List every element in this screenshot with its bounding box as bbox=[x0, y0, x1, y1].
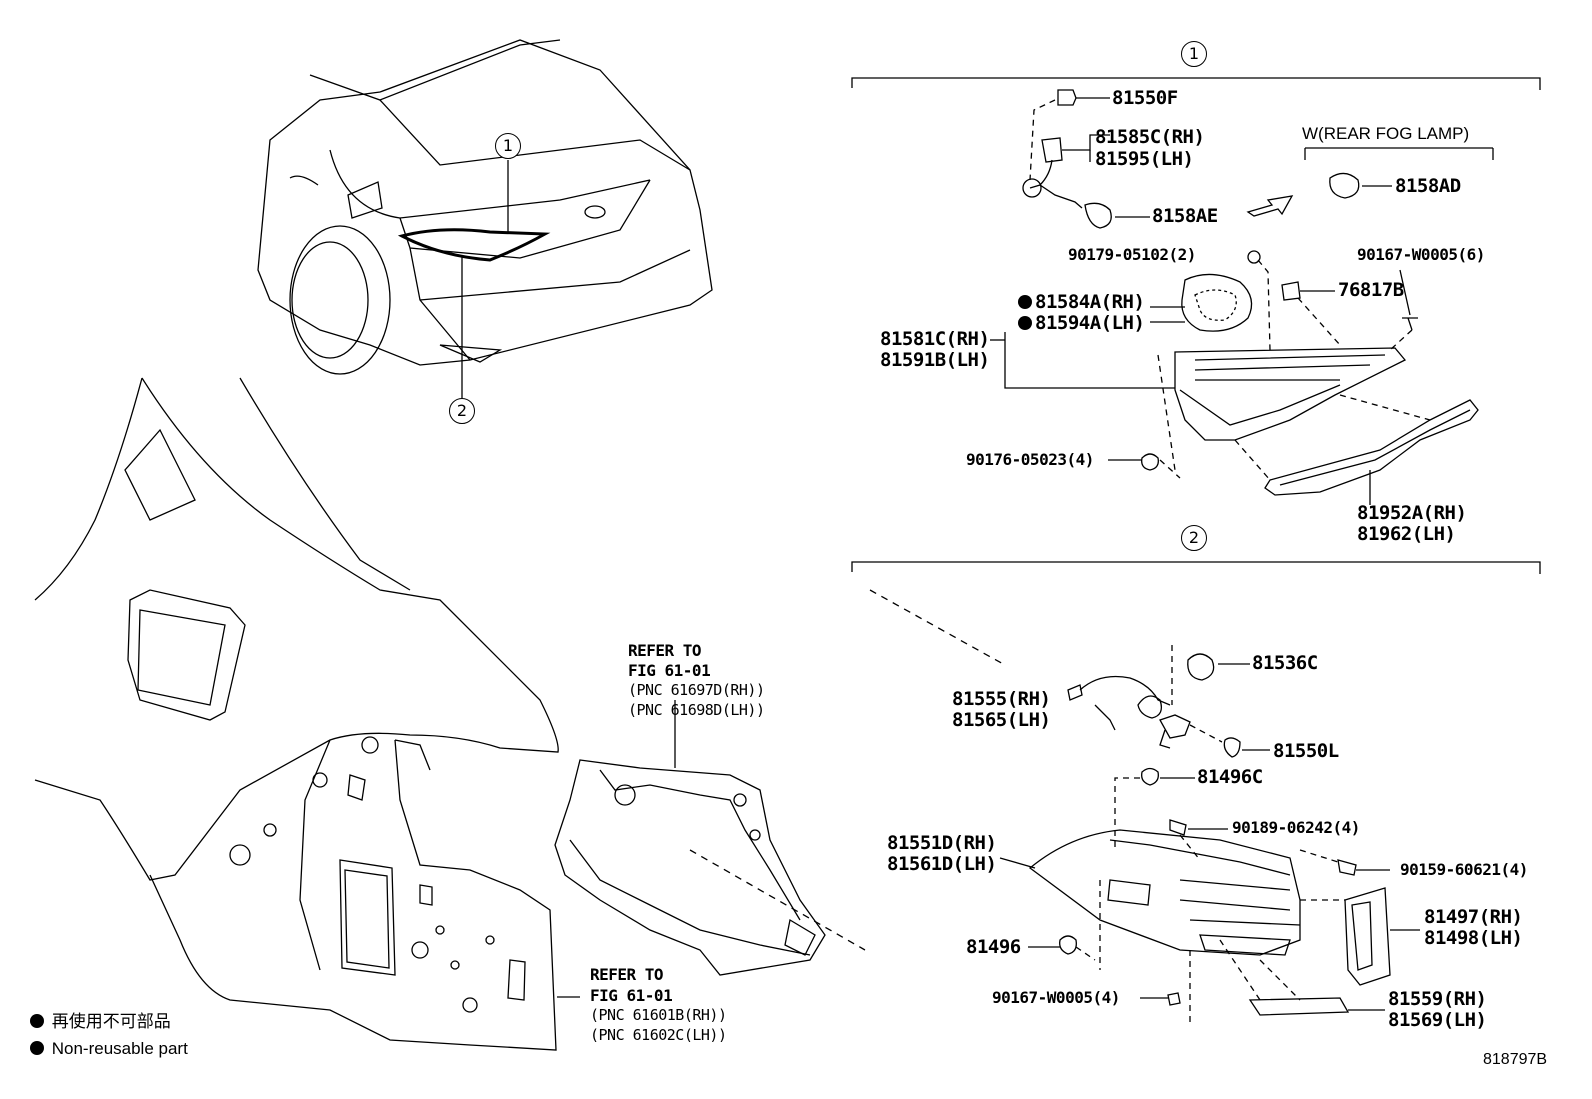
legend-en-text: Non-reusable part bbox=[51, 1039, 188, 1058]
label-81569-lh: 81569(LH) bbox=[1388, 1009, 1487, 1031]
label-90176-05023: 90176-05023(4) bbox=[966, 450, 1094, 469]
refer-b-line2: FIG 61-01 bbox=[590, 986, 673, 1005]
refer-a-line3: (PNC 61697D(RH)) bbox=[628, 681, 765, 699]
label-81498-lh: 81498(LH) bbox=[1424, 927, 1523, 949]
legend-en: Non-reusable part bbox=[30, 1040, 188, 1057]
label-81561D-lh: 81561D(LH) bbox=[887, 853, 997, 875]
callout-2-car: 2 bbox=[449, 398, 475, 424]
label-90167-W0005-6: 90167-W0005(6) bbox=[1357, 245, 1485, 264]
refer-b-line3: (PNC 61601B(RH)) bbox=[590, 1006, 727, 1024]
label-81584A-text: 81584A(RH) bbox=[1035, 291, 1145, 313]
label-81555-rh: 81555(RH) bbox=[952, 688, 1051, 710]
non-reusable-dot bbox=[1018, 295, 1032, 309]
callout-1-group: 1 bbox=[1181, 41, 1207, 67]
label-90189-06242: 90189-06242(4) bbox=[1232, 818, 1360, 837]
label-81952A-rh: 81952A(RH) bbox=[1357, 502, 1467, 524]
connector-lines-left bbox=[557, 589, 1006, 998]
label-81551D-rh: 81551D(RH) bbox=[887, 832, 997, 854]
legend-jp-text: 再使用不可部品 bbox=[51, 1012, 171, 1031]
label-8158AD: 8158AD bbox=[1395, 175, 1461, 197]
legend-jp: 再使用不可部品 bbox=[30, 1013, 171, 1030]
label-81962-lh: 81962(LH) bbox=[1357, 523, 1456, 545]
label-81496C: 81496C bbox=[1197, 766, 1263, 788]
label-81591B-lh: 81591B(LH) bbox=[880, 349, 990, 371]
label-81536C: 81536C bbox=[1252, 652, 1318, 674]
label-81584A-rh: 81584A(RH) bbox=[1018, 291, 1145, 313]
refer-b-line1: REFER TO bbox=[590, 965, 664, 984]
label-81594A-lh: 81594A(LH) bbox=[1018, 312, 1145, 334]
refer-a-line4: (PNC 61698D(LH)) bbox=[628, 701, 765, 719]
car-rear-illustration bbox=[257, 39, 713, 398]
quarter-panel-illustration bbox=[34, 377, 559, 1051]
refer-a-line1: REFER TO bbox=[628, 641, 702, 660]
label-81550L: 81550L bbox=[1273, 740, 1339, 762]
refer-b-line4: (PNC 61602C(LH)) bbox=[590, 1026, 727, 1044]
label-81595-lh: 81595(LH) bbox=[1095, 148, 1194, 170]
label-81581C-rh: 81581C(RH) bbox=[880, 328, 990, 350]
luggage-trim-illustration bbox=[554, 700, 826, 976]
figure-code: 818797B bbox=[1483, 1051, 1548, 1068]
label-90179-05102: 90179-05102(2) bbox=[1068, 245, 1196, 264]
group2-parts bbox=[999, 645, 1420, 1025]
non-reusable-dot bbox=[1018, 316, 1032, 330]
label-81559-rh: 81559(RH) bbox=[1388, 988, 1487, 1010]
label-81496: 81496 bbox=[966, 936, 1021, 958]
label-81550F: 81550F bbox=[1112, 87, 1178, 109]
group1-parts bbox=[990, 89, 1494, 505]
refer-a-line2: FIG 61-01 bbox=[628, 661, 711, 680]
label-81497-rh: 81497(RH) bbox=[1424, 906, 1523, 928]
label-81594A-text: 81594A(LH) bbox=[1035, 312, 1145, 334]
group1-bracket bbox=[851, 77, 1541, 90]
legend-dot bbox=[30, 1014, 44, 1028]
label-rear-fog-lamp: W(REAR FOG LAMP) bbox=[1302, 124, 1470, 143]
legend-dot bbox=[30, 1041, 44, 1055]
group2-bracket bbox=[851, 561, 1541, 574]
label-81565-lh: 81565(LH) bbox=[952, 709, 1051, 731]
label-90167-W0005-4: 90167-W0005(4) bbox=[992, 988, 1120, 1007]
label-76817B: 76817B bbox=[1338, 279, 1404, 301]
callout-1-car: 1 bbox=[495, 133, 521, 159]
label-81585C-rh: 81585C(RH) bbox=[1095, 126, 1205, 148]
callout-2-group: 2 bbox=[1181, 525, 1207, 551]
label-90159-60621: 90159-60621(4) bbox=[1400, 860, 1528, 879]
label-8158AE: 8158AE bbox=[1152, 205, 1218, 227]
